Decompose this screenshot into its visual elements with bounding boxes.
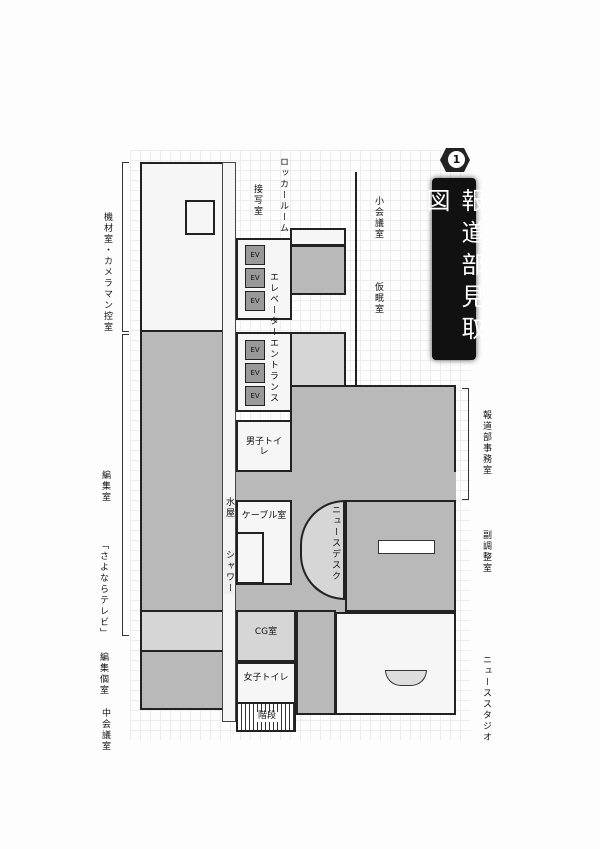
- editing-room-label: 編集室: [100, 470, 110, 503]
- elevator: EV: [245, 363, 265, 383]
- cg-room-label: CG室: [254, 627, 278, 637]
- womens-toilet-label: 女子トイレ: [243, 673, 289, 683]
- sub-control-label: 副調整室: [481, 530, 491, 574]
- cable-room-label: ケーブル室: [241, 511, 287, 521]
- title-box: 報道部見取図: [422, 178, 485, 360]
- studio-label: ニューススタジオ: [481, 655, 491, 743]
- mid-meeting-label: 中会議室: [100, 708, 110, 752]
- mens-toilet-label: 男子トイレ: [246, 437, 283, 457]
- bracket: [122, 162, 129, 332]
- sayonara-label: 「さよならテレビ」: [98, 540, 108, 639]
- womens-toilet: [236, 662, 296, 704]
- stairs-label: 階段: [255, 711, 279, 722]
- cg-room: [236, 610, 296, 662]
- elevator: EV: [245, 291, 265, 311]
- bracket: [462, 388, 469, 500]
- water-label: 水屋: [224, 497, 234, 519]
- badge-number: 1: [447, 150, 466, 169]
- page-title: 報道部見取図: [422, 188, 485, 348]
- closeup-room: [185, 200, 215, 235]
- sayonara-edit-room: [140, 610, 224, 652]
- office-label: 報道部事務室: [481, 410, 491, 476]
- nap-room: [290, 332, 346, 387]
- elevator: EV: [245, 245, 265, 265]
- control-console: [378, 540, 435, 554]
- studio-side-room: [296, 610, 336, 715]
- private-edit-label: 編集個室: [98, 652, 108, 696]
- small-meeting-room: [290, 245, 346, 295]
- shower-room: [236, 532, 264, 584]
- editing-room: [140, 330, 224, 612]
- equipment-room-label: 機材室・カメラマン控室: [102, 212, 112, 333]
- equipment-room: [140, 162, 224, 332]
- elevator: EV: [245, 386, 265, 406]
- small-meeting-label: 小会議室: [373, 196, 383, 240]
- locker-room: [290, 228, 346, 246]
- locker-room-label: ロッカールーム: [278, 157, 288, 234]
- closeup-room-label: 接写室: [252, 184, 262, 217]
- elevator-entrance-label: エレベーターエントランス: [268, 272, 278, 404]
- mens-toilet: [236, 420, 292, 472]
- newsdesk-label: ニュースデスク: [330, 505, 340, 582]
- mid-meeting-room: [140, 650, 224, 710]
- sub-control-room: [345, 500, 456, 612]
- elevator: EV: [245, 268, 265, 288]
- bracket: [122, 334, 129, 636]
- elevator: EV: [245, 340, 265, 360]
- corridor: [222, 162, 236, 722]
- wall: [355, 172, 357, 387]
- nap-room-label: 仮眠室: [373, 282, 383, 315]
- shower-label: シャワー: [224, 550, 234, 594]
- news-studio: [335, 612, 456, 715]
